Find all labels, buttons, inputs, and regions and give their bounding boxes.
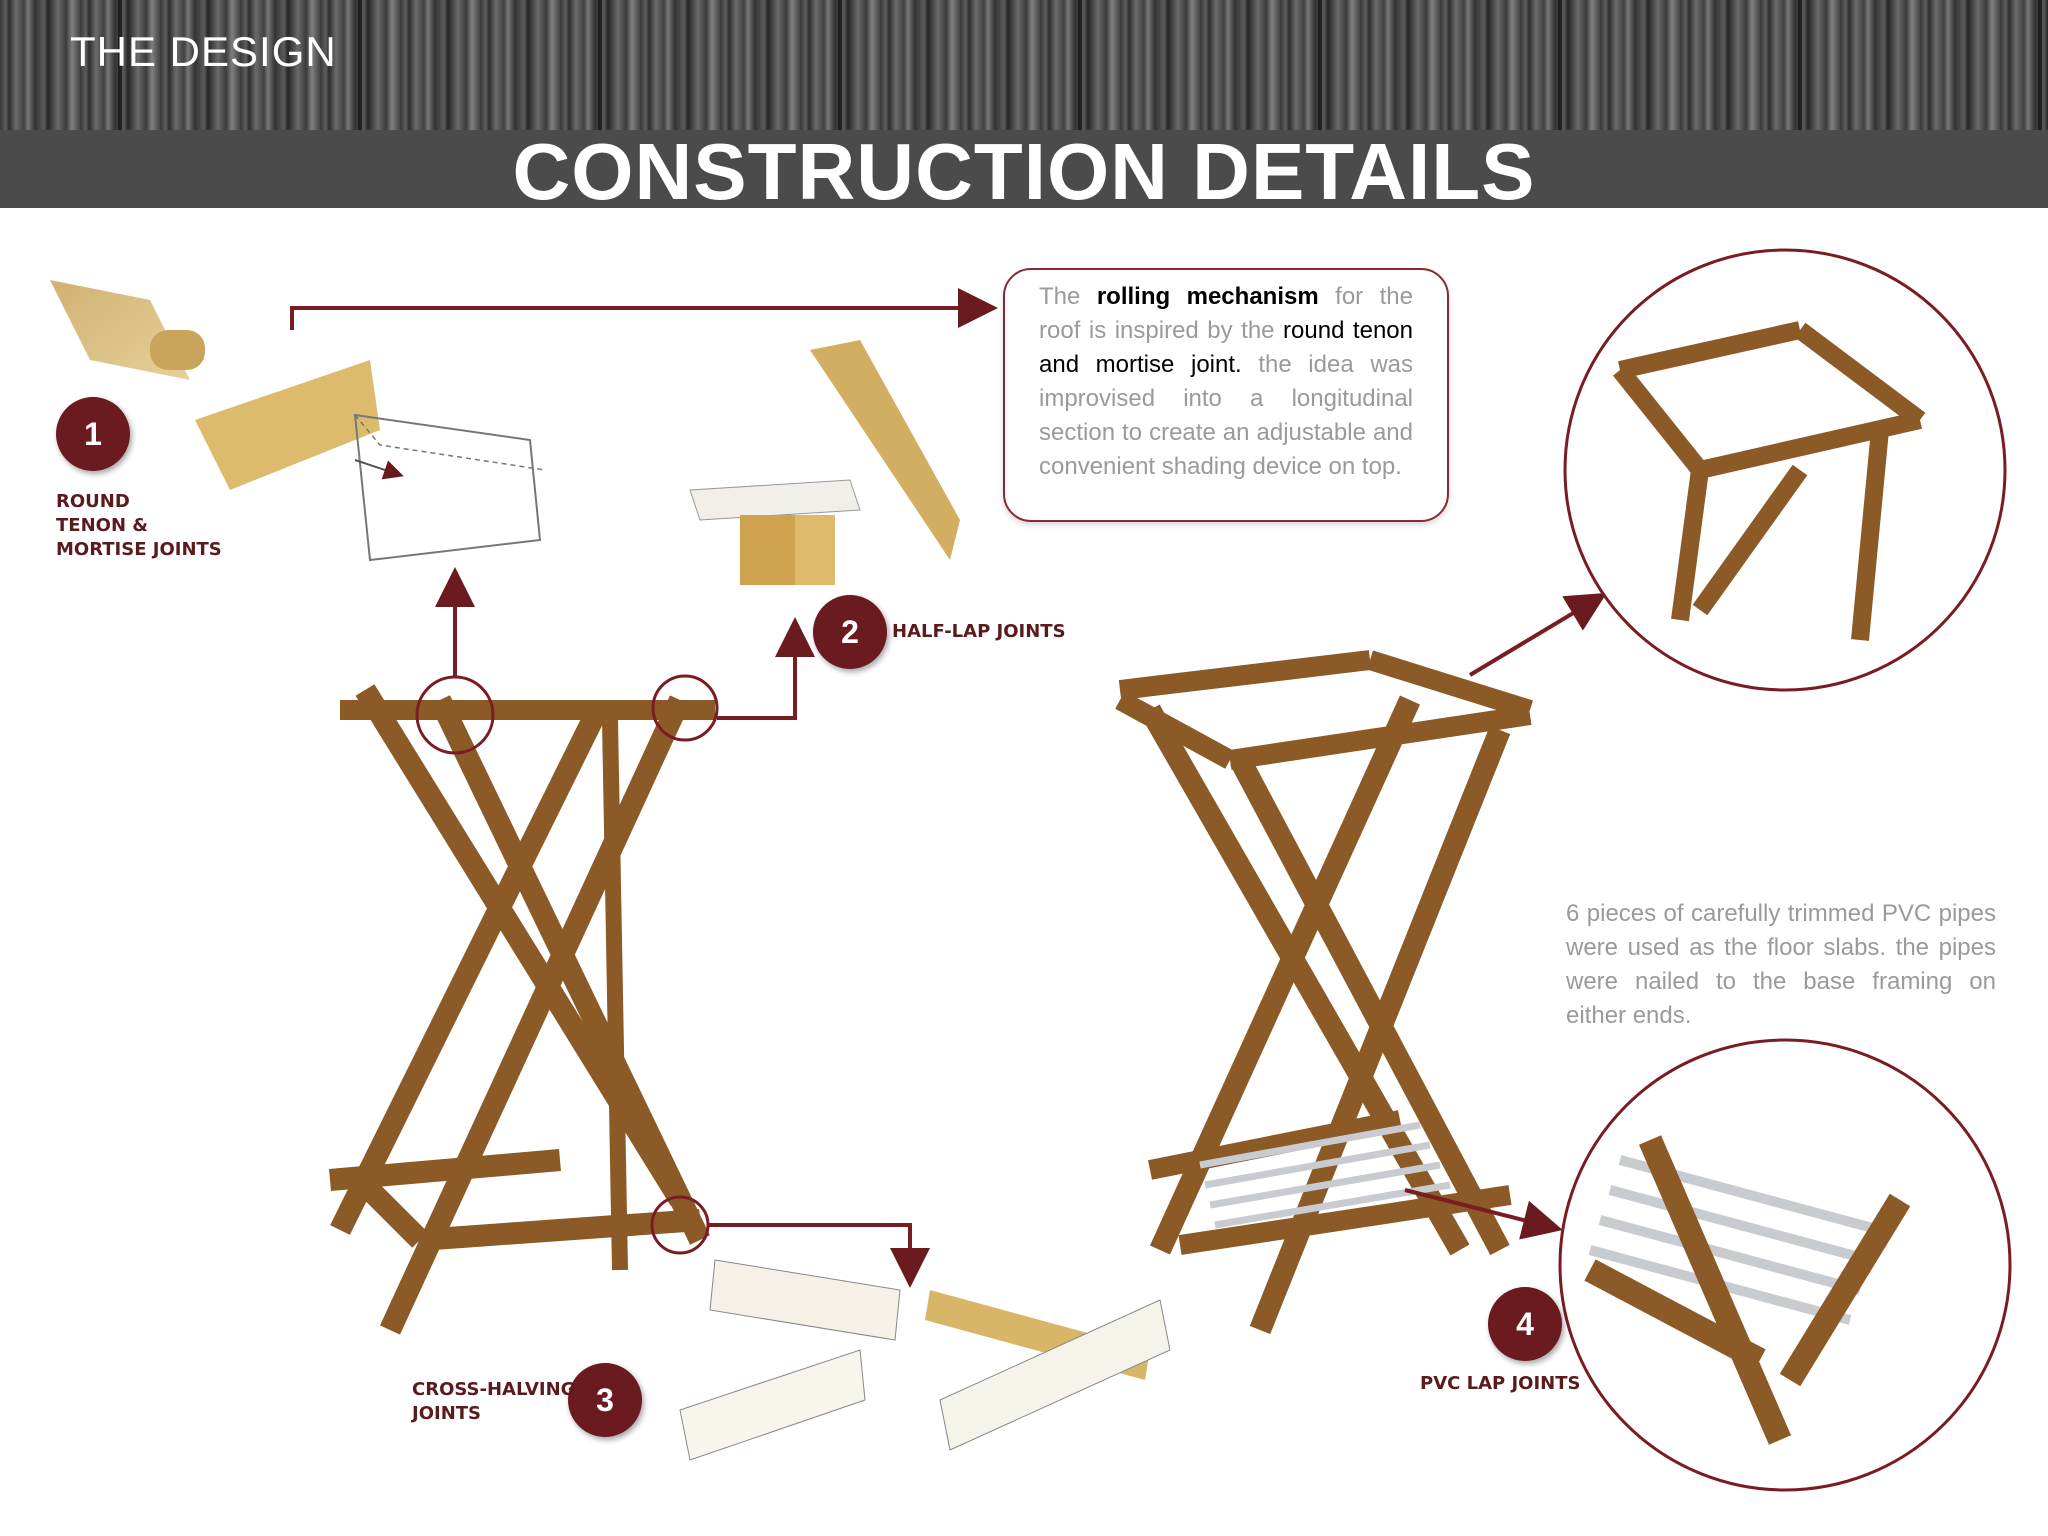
callout-text-3: the idea was improvised into a longitudi… [1039,351,1413,480]
joint-badge-1: 1 [56,397,130,471]
joint-label-4: PVC LAP JOINTS [1420,1373,1581,1394]
joint-badge-3: 3 [568,1363,642,1437]
joint-label-1-line-3: MORTISE JOINTS [56,539,222,560]
callout-text-2: for the roof is inspired by the [1039,283,1413,344]
page-title: CONSTRUCTION DETAILS [512,127,1536,216]
callout-text-1: The [1039,283,1097,310]
callout-emphasis-joint: round tenon and mortise joint. [1039,317,1413,378]
half-lap-sketch [689,340,960,585]
wood-header-background [0,0,2048,130]
joint-callout-circles [415,674,719,1255]
tenon-mortise-sketch [50,280,546,562]
section-label: THE DESIGN [70,28,337,75]
zoom-detail-top [1563,248,2007,692]
title-band [0,130,2048,208]
joint-badge-4: 4 [1488,1287,1562,1361]
joint-label-3: CROSS-HALVING JOINTS [412,1378,575,1426]
joint-label-2: HALF-LAP JOINTS [892,621,1066,642]
frame-left [329,684,715,1335]
joint-label-1-line-2: TENON & [56,515,148,536]
joint-label-1: ROUND TENON & MORTISE JOINTS [56,490,222,562]
joint-label-3-line-1: CROSS-HALVING [412,1379,576,1400]
callout-emphasis-rolling: rolling mechanism [1096,283,1319,310]
cross-halving-sketch [679,1259,1171,1461]
rolling-mechanism-callout: The rolling mechanism for the roof is in… [1003,268,1449,522]
connector-arrows [290,288,1607,1288]
joint-badge-2: 2 [813,595,887,669]
zoom-detail-bottom [1558,1038,2012,1492]
pvc-pipes-note: 6 pieces of carefully trimmed PVC pipes … [1566,900,1996,1029]
frame-right [1115,650,1533,1335]
joint-label-3-line-2: JOINTS [412,1403,482,1424]
joint-label-1-line-1: ROUND [56,491,130,512]
